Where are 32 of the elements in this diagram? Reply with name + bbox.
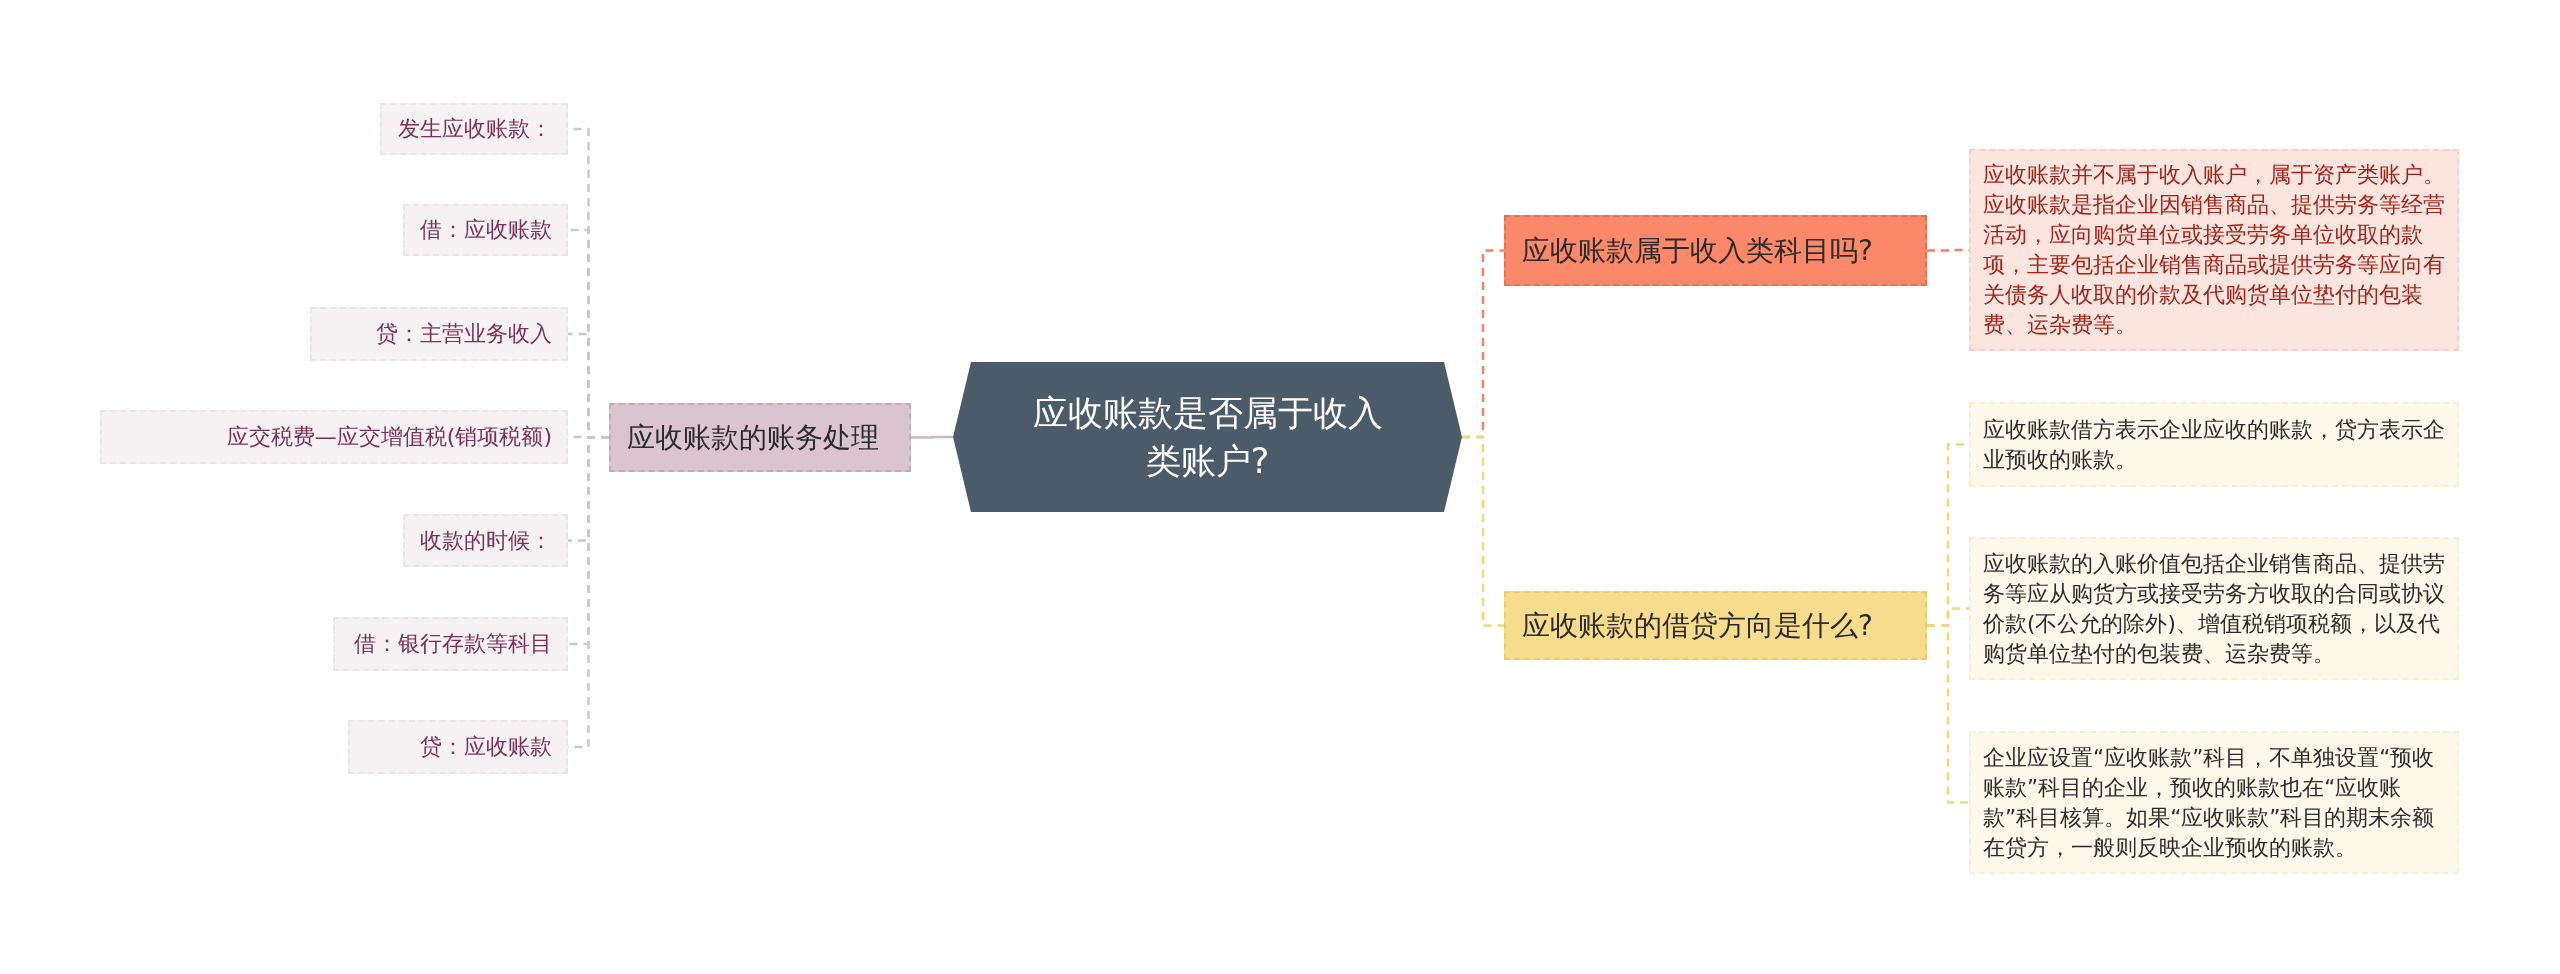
note-text: 应收账款并不属于收入账户，属于资产类账户。应收账款是指企业因销售商品、提供劳务等经营活动，应向购货单位或接受劳务单位收取的款项，主要包括企业销售商品或提供劳务等应向有关债务人收取的价款及代购货单位垫付的包装费、运杂费等。 <box>1983 161 2445 339</box>
leaf-text: 收款的时候： <box>420 526 552 555</box>
note-text: 应收账款借方表示企业应收的账款，贷方表示企业预收的账款。 <box>1983 415 2445 474</box>
leaf-box <box>310 307 568 361</box>
note-box <box>1969 537 2459 680</box>
leaf-text: 借：应收账款 <box>420 216 552 244</box>
leaf-box <box>380 103 568 155</box>
branch-text: 应收账款的借贷方向是什么? <box>1522 607 1873 644</box>
central-topic-text: 应收账款是否属于收入类账户? <box>1031 392 1384 483</box>
branch-box <box>1504 591 1927 660</box>
connector-line <box>1462 435 1504 627</box>
branch-text: 应收账款的账务处理 <box>627 419 879 456</box>
branch-box <box>1504 215 1927 286</box>
leaf-text: 贷：应收账款 <box>420 733 552 761</box>
note-box <box>1969 731 2459 874</box>
leaf-text: 借：银行存款等科目 <box>354 630 552 658</box>
leaf-box <box>100 410 568 464</box>
branch-text: 应收账款属于收入类科目吗? <box>1522 232 1873 269</box>
note-box <box>1969 402 2459 487</box>
connector-line <box>911 435 953 439</box>
connector-line <box>1927 624 1969 804</box>
leaf-box <box>403 514 568 567</box>
leaf-text: 贷：主营业务收入 <box>376 320 552 348</box>
branch-box <box>609 403 911 472</box>
leaf-text: 应交税费—应交增值税(销项税额) <box>226 423 552 451</box>
leaf-box <box>348 720 568 774</box>
note-text: 企业应设置“应收账款”科目，不单独设置“预收账款”科目的企业，预收的账款也在“应收账款”科目核算。如果“应收账款”科目的期末余额在贷方，一般则反映企业预收的账款。 <box>1983 743 2436 862</box>
note-text: 应收账款的入账价值包括企业销售商品、提供劳务等应从购货方或接受劳务方收取的合同或协议价款(不公允的除外)、增值税销项税额，以及代购货单位垫付的包装费、运杂费等。 <box>1983 549 2445 668</box>
leaf-box <box>333 617 568 671</box>
leaf-box <box>403 204 568 256</box>
note-box <box>1969 149 2459 351</box>
leaf-text: 发生应收账款： <box>398 115 552 143</box>
